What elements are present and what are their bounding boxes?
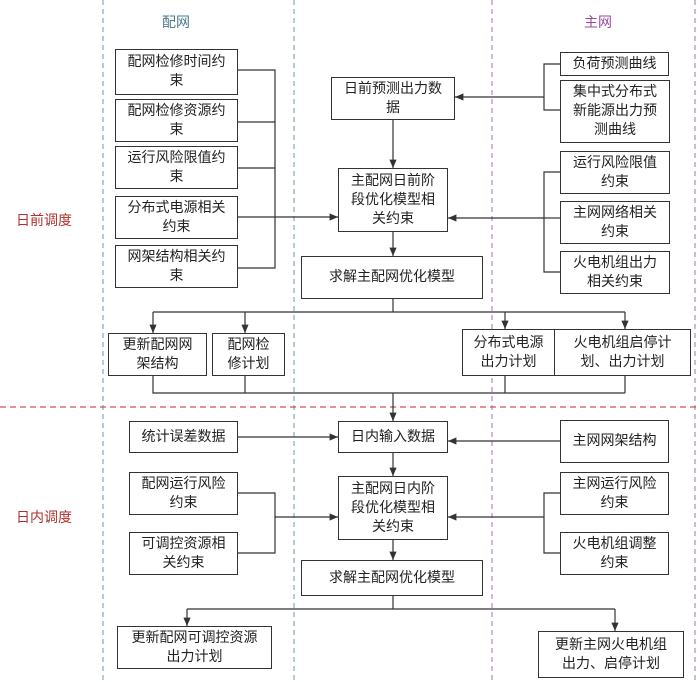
constraint-risk-limit-main: 运行风险限值约束 <box>560 151 670 194</box>
intraday-main-grid-structure: 主网网架结构 <box>560 420 669 463</box>
constraint-risk-limit-dist: 运行风险限值约束 <box>115 146 238 189</box>
output-distributed-gen-plan: 分布式电源出力计划 <box>462 329 555 376</box>
constraint-controllable-resources: 可调控资源相关约束 <box>129 532 238 575</box>
constraint-maintenance-resource: 配网检修资源约束 <box>115 99 238 142</box>
output-thermal-plan: 火电机组启停计划、出力计划 <box>554 329 691 376</box>
constraint-distributed-gen: 分布式电源相关约束 <box>115 196 238 239</box>
constraint-main-network: 主网网络相关约束 <box>560 201 670 244</box>
input-renewable-forecast: 集中式分布式新能源出力预测曲线 <box>560 80 670 143</box>
intraday-error-data: 统计误差数据 <box>129 421 238 453</box>
intraday-input-data: 日内输入数据 <box>338 421 448 453</box>
phase-label-day-ahead: 日前调度 <box>16 213 72 229</box>
connector-right-constraint-bracket <box>543 171 560 273</box>
column-label-main: 主网 <box>584 15 612 31</box>
intraday-solve-model: 求解主配网优化模型 <box>301 560 483 596</box>
input-load-forecast: 负荷预测曲线 <box>560 52 669 76</box>
phase-label-intraday: 日内调度 <box>16 510 72 526</box>
output-dist-grid-structure: 更新配网网架结构 <box>108 333 207 376</box>
day-ahead-forecast-data: 日前预测出力数据 <box>331 77 455 120</box>
column-label-distribution: 配网 <box>162 15 190 31</box>
connector-left-bracket-day <box>238 69 276 269</box>
output-dist-maintenance-plan: 配网检修计划 <box>212 333 285 376</box>
connector-right-bracket-intraday <box>543 492 560 554</box>
connector-left-bracket-intraday <box>238 492 276 554</box>
connector-output-bus-bottom <box>152 376 625 394</box>
constraint-dist-risk: 配网运行风险约束 <box>129 472 238 515</box>
connector-right-input-bracket <box>543 63 560 111</box>
intraday-model-constraints: 主配网日内阶段优化模型相关约束 <box>338 476 448 540</box>
output-dist-controllable-plan: 更新配网可调控资源出力计划 <box>117 626 272 669</box>
constraint-thermal-output: 火电机组出力相关约束 <box>560 251 670 294</box>
constraint-grid-structure: 网架结构相关约束 <box>115 245 238 288</box>
day-ahead-model-constraints: 主配网日前阶段优化模型相关约束 <box>338 168 448 232</box>
constraint-maintenance-time: 配网检修时间约束 <box>115 49 238 95</box>
constraint-main-risk: 主网运行风险约束 <box>560 472 669 515</box>
day-ahead-solve-model: 求解主配网优化模型 <box>301 256 483 299</box>
constraint-thermal-adjust: 火电机组调整约束 <box>560 532 669 575</box>
output-main-thermal-plan: 更新主网火电机组出力、启停计划 <box>538 631 684 678</box>
